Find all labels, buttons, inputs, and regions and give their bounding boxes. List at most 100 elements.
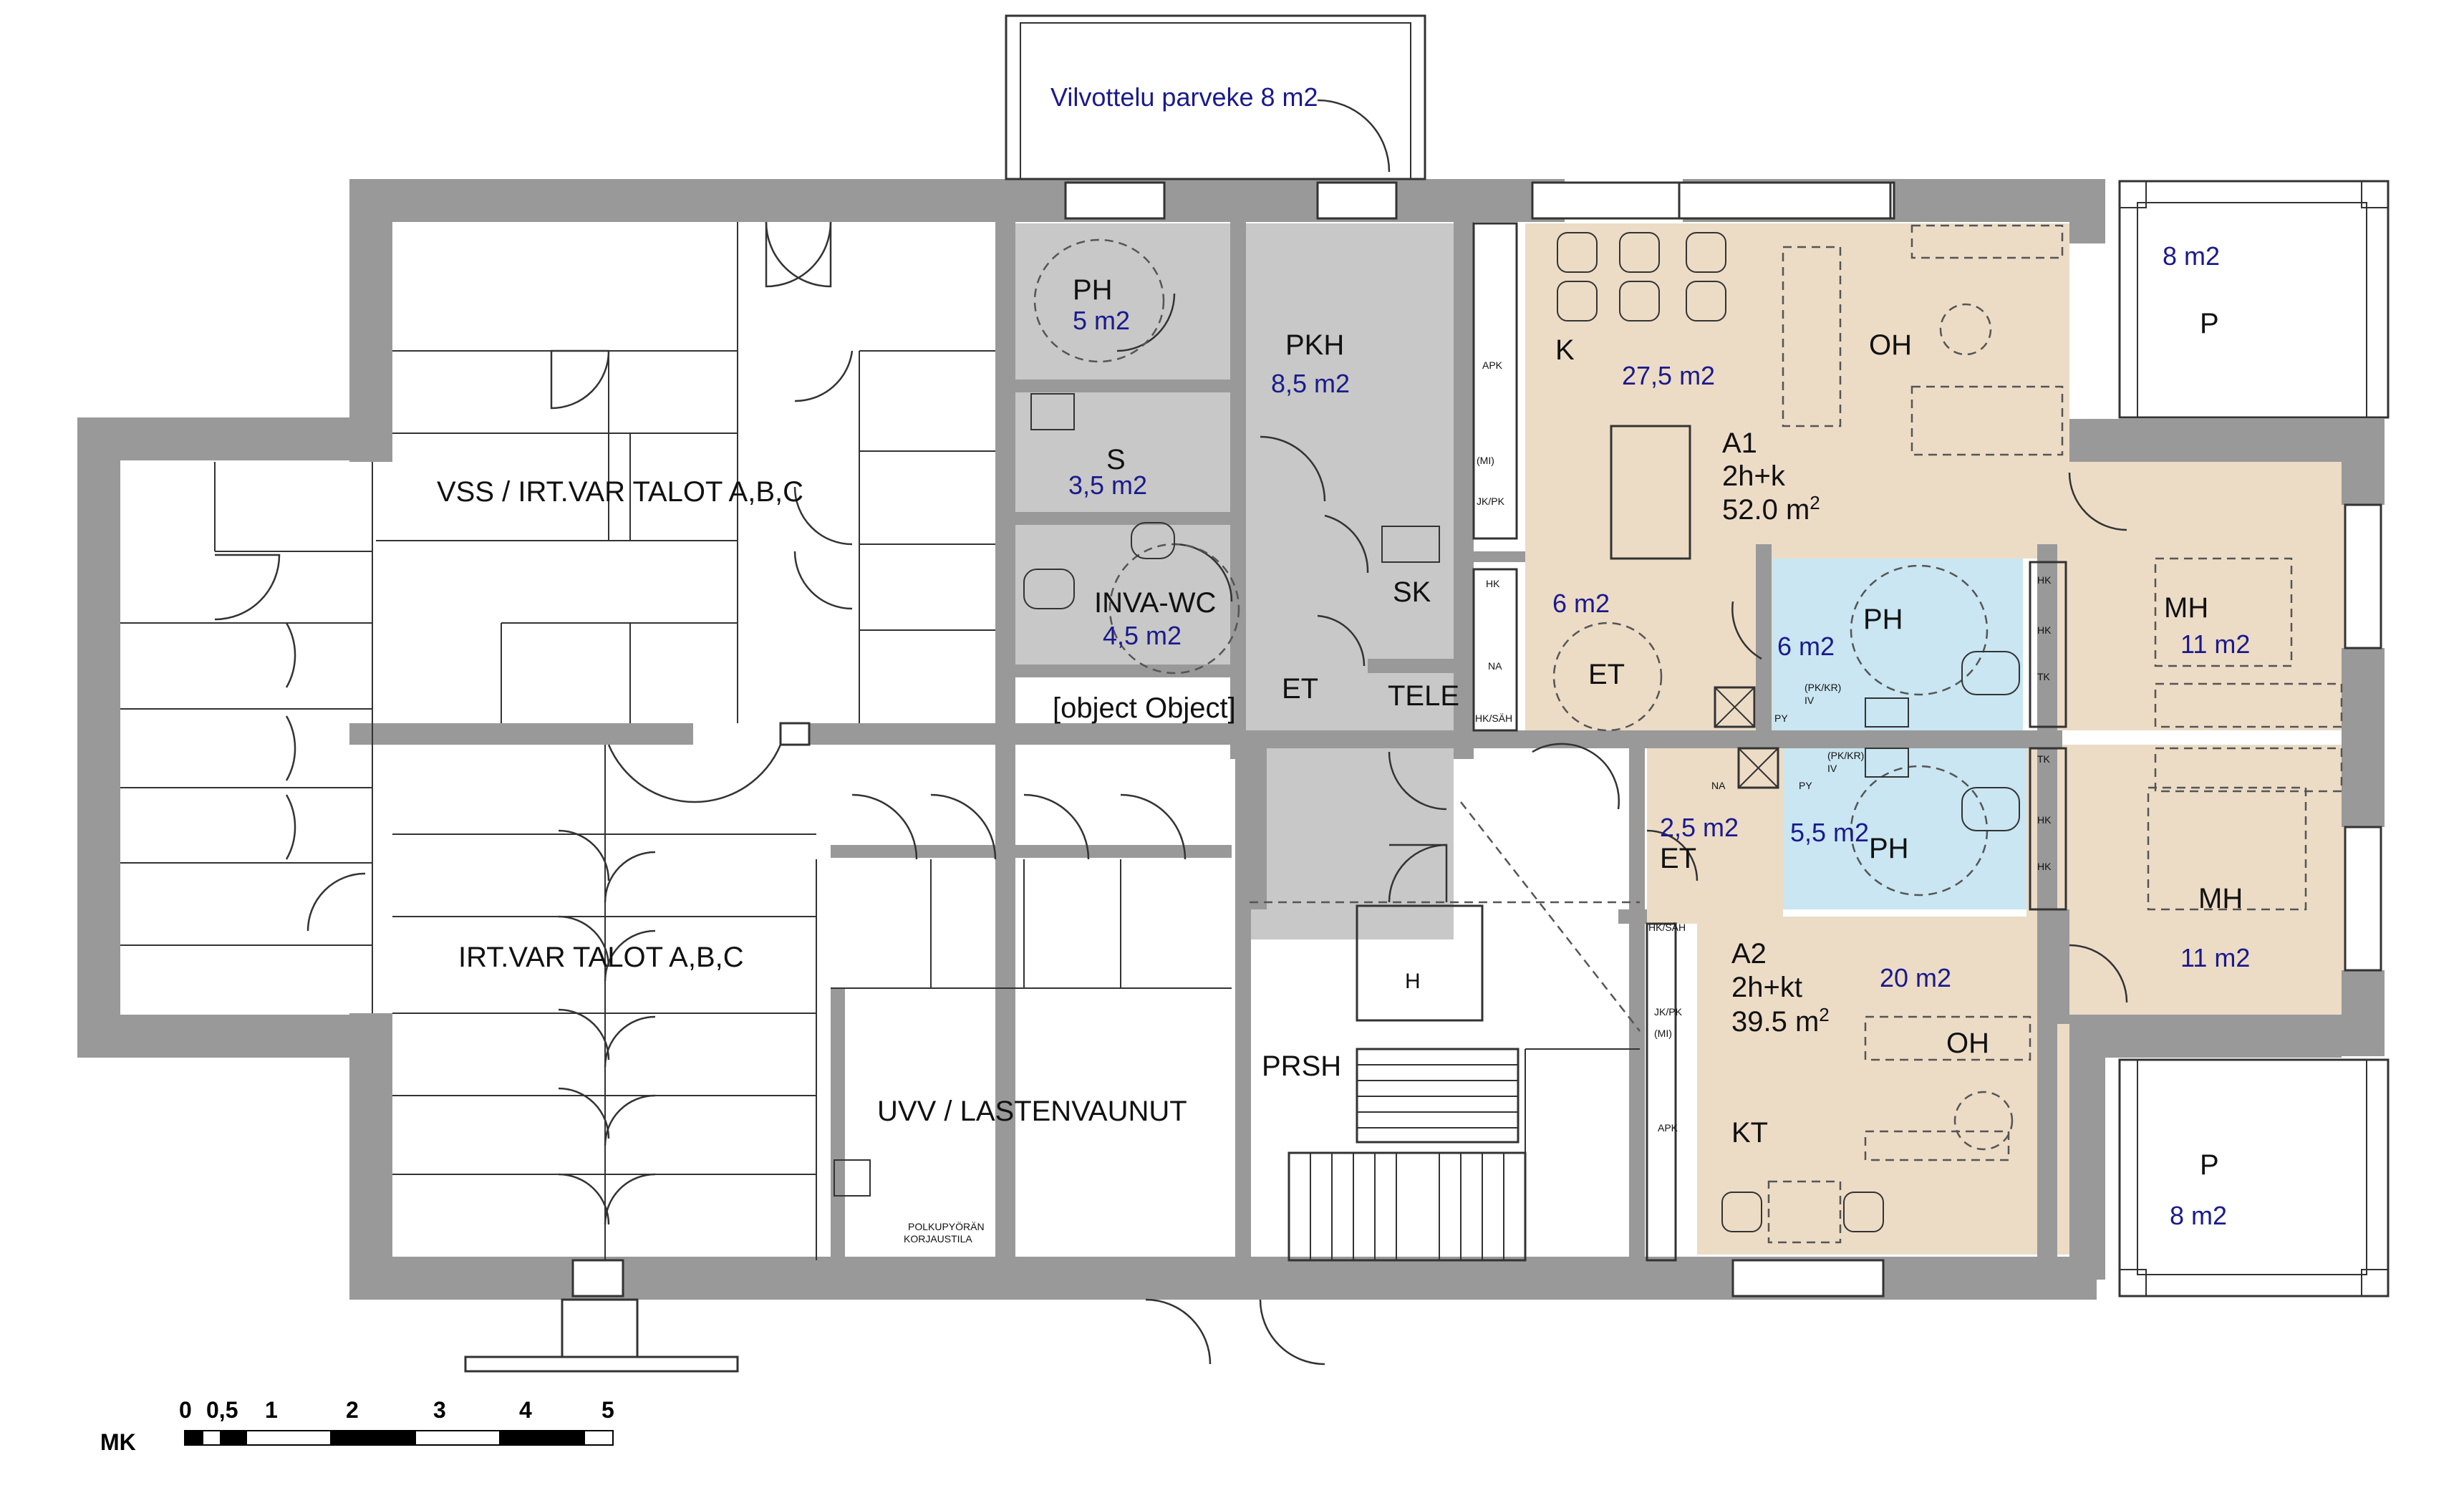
scale-tick-5: 4 [519, 1397, 532, 1423]
a2-20-area: 20 m2 [1880, 963, 1951, 992]
scale-tick-3: 2 [346, 1397, 359, 1423]
a1-mh-area: 11 m2 [2180, 629, 2250, 659]
a1-hk-tag: HK [1486, 578, 1500, 589]
a1-apk-tag: APK [1482, 359, 1503, 371]
windows [571, 181, 2382, 1298]
a1-ph-area: 6 m2 [1777, 632, 1835, 661]
tele-label: TELE [1388, 680, 1459, 712]
a1-mi-tag: (MI) [1477, 455, 1494, 466]
scale-bar: MK 0 0,5 1 2 3 4 5 [100, 1397, 614, 1455]
s-room-fill [1015, 390, 1239, 513]
room-labels: Vilvottelu parveke 8 m2 VSS / IRT.VAR TA… [437, 82, 2250, 1245]
et-room-fill [1246, 609, 1368, 730]
a2-hk-tag: HK [2037, 814, 2052, 826]
vss-storage-label: VSS / IRT.VAR TALOT A,B,C [437, 476, 803, 508]
a2-balcony-area: 8 m2 [2170, 1201, 2227, 1230]
a2-py-tag: PY [1799, 780, 1812, 791]
a2-fill [1647, 745, 2345, 1255]
a1-mh-hk-tag: HK [2037, 574, 2052, 586]
sah-tekn-label: [object Object] [1053, 692, 1236, 724]
scale-tick-2: 1 [265, 1397, 278, 1423]
a1-size-value: 52.0 m [1722, 494, 1810, 526]
balcony-top-label: Vilvottelu parveke 8 m2 [1050, 82, 1318, 112]
s-room-label: S [1106, 444, 1126, 475]
a1-kitchen-area: 27,5 m2 [1622, 361, 1715, 390]
a2-apk-tag: APK [1658, 1122, 1678, 1134]
a2-na-tag: NA [1711, 780, 1726, 791]
a2-mi-tag: (MI) [1654, 1028, 1672, 1039]
a1-oh-label: OH [1869, 329, 1912, 361]
a1-fill [1525, 223, 2345, 730]
a1-na-tag: NA [1488, 660, 1502, 672]
pkh-area: 8,5 m2 [1271, 369, 1350, 398]
ph-service-area: 5 m2 [1073, 306, 1130, 335]
a2-pkkr-tag: (PK/KR) [1827, 750, 1864, 761]
a2-et-label: ET [1660, 843, 1696, 874]
a2-et-area: 2,5 m2 [1660, 813, 1739, 842]
scale-label: MK [100, 1429, 136, 1455]
a2-hk2-tag: HK [2037, 861, 2052, 872]
prsh-label: PRSH [1262, 1050, 1341, 1082]
a1-et-label: ET [1588, 659, 1625, 690]
fixture-tags: APK (MI) JK/PK HK NA HK/SÄH PY (PK/KR) I… [1475, 359, 2052, 1134]
a2-mh-label: MH [2198, 883, 2243, 914]
a1-py-tag: PY [1774, 712, 1788, 724]
sk-room-fill [1375, 523, 1454, 666]
a1-ph-label: PH [1863, 604, 1903, 635]
a1-mh-hk2-tag: HK [2037, 624, 2052, 636]
a2-hksah-tag: HK/SÄH [1648, 922, 1686, 933]
a2-oh-label: OH [1946, 1028, 1989, 1059]
a1-mh-label: MH [2164, 592, 2208, 624]
sk-label: SK [1393, 576, 1431, 608]
elevator-label: H [1405, 970, 1421, 993]
stairwell [1250, 801, 1641, 1262]
polku-label-2: KORJAUSTILA [904, 1233, 972, 1245]
inva-wc-label: INVA-WC [1094, 587, 1216, 619]
a1-bathroom-fill [1772, 559, 2023, 730]
a1-balcony-label: P [2200, 308, 2219, 339]
scale-tick-4: 3 [433, 1397, 446, 1423]
a2-balcony-label: P [2200, 1149, 2219, 1181]
a2-ph-label: PH [1869, 833, 1909, 864]
a2-jkpk-tag: JK/PK [1654, 1006, 1683, 1018]
a1-size-sup: 2 [1810, 492, 1820, 513]
a2-size-sup: 2 [1819, 1004, 1829, 1025]
scale-tick-1: 0,5 [206, 1397, 238, 1423]
a2-ph-area: 5,5 m2 [1790, 818, 1869, 847]
elevator [1356, 904, 1484, 1022]
a1-hksah-tag: HK/SÄH [1475, 712, 1512, 724]
room-fills [1015, 223, 2345, 1255]
a2-name: A2 [1731, 938, 1767, 970]
pkh-label: PKH [1285, 329, 1344, 361]
a1-balcony-area: 8 m2 [2163, 241, 2220, 271]
a2-iv-tag: IV [1827, 763, 1837, 774]
a1-mh-tk-tag: TK [2037, 671, 2051, 682]
inva-room-fill [1015, 523, 1239, 666]
scale-tick-6: 5 [601, 1397, 614, 1423]
a2-bathroom-fill [1783, 745, 2026, 909]
a1-name: A1 [1722, 427, 1757, 459]
uvv-label: UVV / LASTENVAUNUT [877, 1096, 1187, 1127]
a2-size-value: 39.5 m [1731, 1006, 1819, 1038]
a1-kitchen-label: K [1555, 334, 1575, 366]
furniture [834, 222, 2343, 1262]
inva-wc-area: 4,5 m2 [1103, 621, 1182, 650]
a2-tk-tag: TK [2037, 753, 2051, 765]
polku-label-1: POLKUPYÖRÄN [908, 1220, 985, 1232]
scale-tick-0: 0 [179, 1397, 192, 1423]
a1-iv-tag: IV [1804, 695, 1815, 706]
ph-room-fill [1015, 223, 1239, 384]
irt-storage-label: IRT.VAR TALOT A,B,C [458, 942, 744, 973]
a1-type: 2h+k [1722, 460, 1786, 492]
balconies [464, 14, 2390, 1373]
storage-partitions [120, 222, 1232, 1260]
a1-jkpk-tag: JK/PK [1477, 496, 1505, 507]
a2-type: 2h+kt [1731, 972, 1802, 1003]
door-swings [214, 99, 2128, 1366]
et-service-label: ET [1282, 673, 1318, 705]
a1-pkkr-tag: (PK/KR) [1804, 682, 1841, 693]
a2-size: 39.5 m2 [1731, 1004, 1830, 1038]
a1-et-area: 6 m2 [1552, 589, 1610, 618]
s-room-area: 3,5 m2 [1068, 470, 1147, 500]
